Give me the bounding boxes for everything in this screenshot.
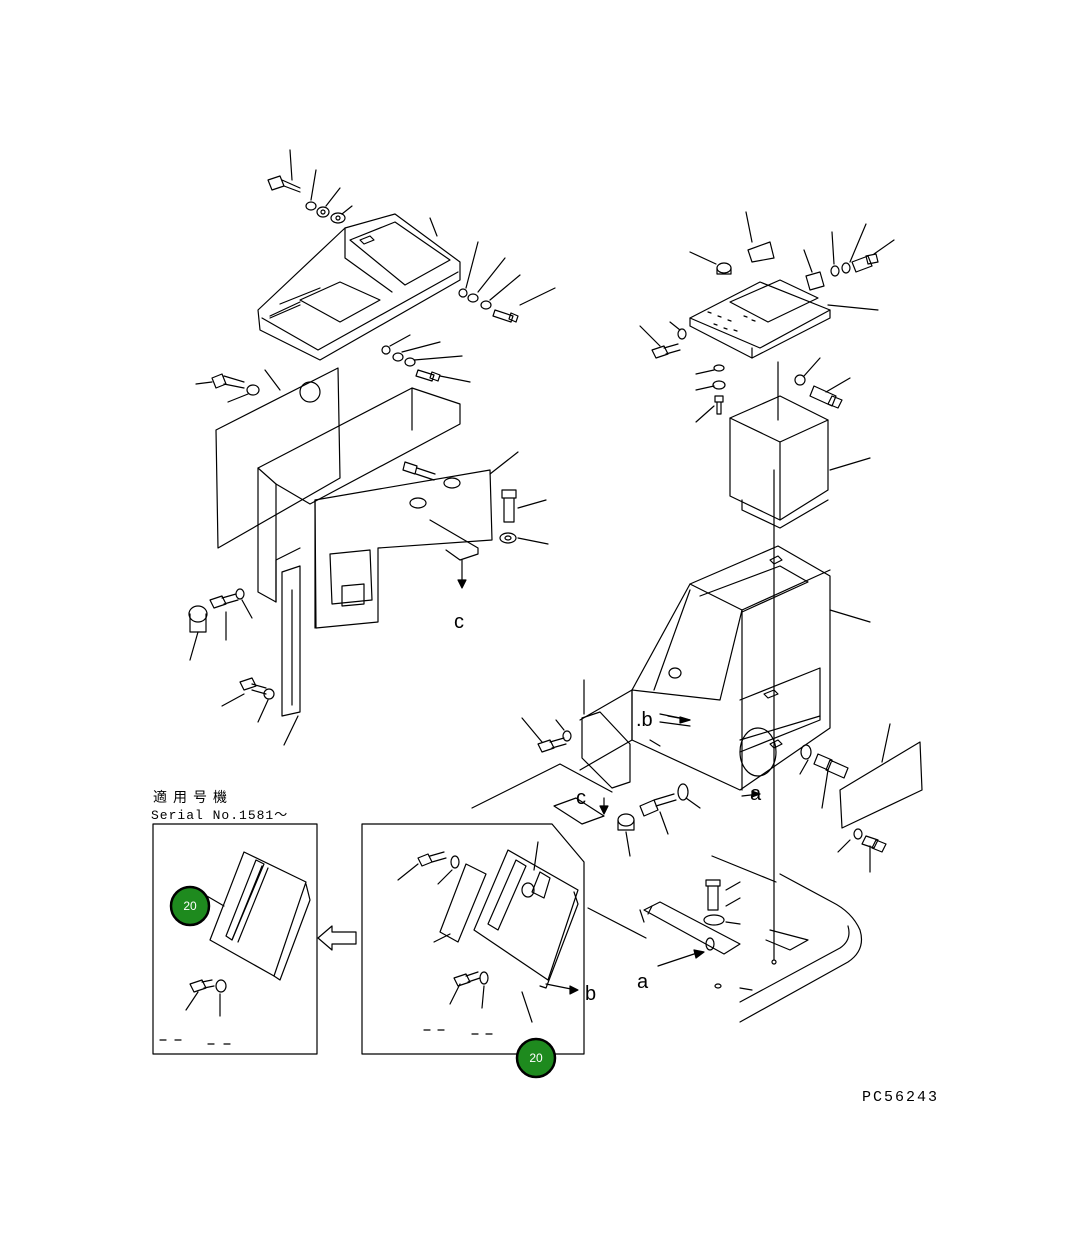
left-hardware — [188, 489, 549, 723]
ref-c-upper: c — [454, 611, 464, 633]
console-top-cover — [257, 213, 461, 361]
main-cabinet — [579, 545, 871, 798]
badge-2-label: 20 — [529, 1051, 543, 1065]
cabinet-left-plate — [471, 679, 701, 857]
ref-a-base: a — [637, 971, 649, 993]
ref-a-cabinet: a — [750, 783, 762, 805]
applicable-models-note: 適用号機 Serial No.1581〜 — [151, 789, 288, 823]
console-bracket-strip — [281, 565, 301, 746]
serial-number-text: Serial No.1581〜 — [151, 808, 288, 823]
arrow-to-inset — [317, 925, 357, 951]
applicable-model-inset — [152, 823, 318, 1055]
monitor-hardware — [689, 211, 895, 291]
ref-b-cabinet: .b — [636, 709, 653, 731]
ref-b-inset: b — [585, 983, 596, 1005]
badge-1-label: 20 — [183, 899, 197, 913]
base-platform — [587, 469, 863, 1023]
drawing-code: PC56243 — [862, 1089, 939, 1106]
console-side-panel — [195, 367, 341, 549]
applicable-models-title: 適用号機 — [153, 789, 233, 806]
current-model-inset — [361, 823, 585, 1055]
ref-c-lower: c — [576, 787, 586, 809]
cabinet-right-plate — [799, 723, 923, 873]
monitor-box-lower — [695, 357, 871, 529]
console-frame — [257, 387, 519, 629]
part-badge-2: 20 — [515, 1037, 557, 1079]
monitor-panel — [639, 279, 879, 359]
cover-right-hardware — [381, 241, 556, 383]
top-left-hardware — [267, 149, 353, 224]
reference-letters: c .b a c a b — [454, 611, 762, 1005]
part-badge-1: 20 — [169, 885, 211, 927]
